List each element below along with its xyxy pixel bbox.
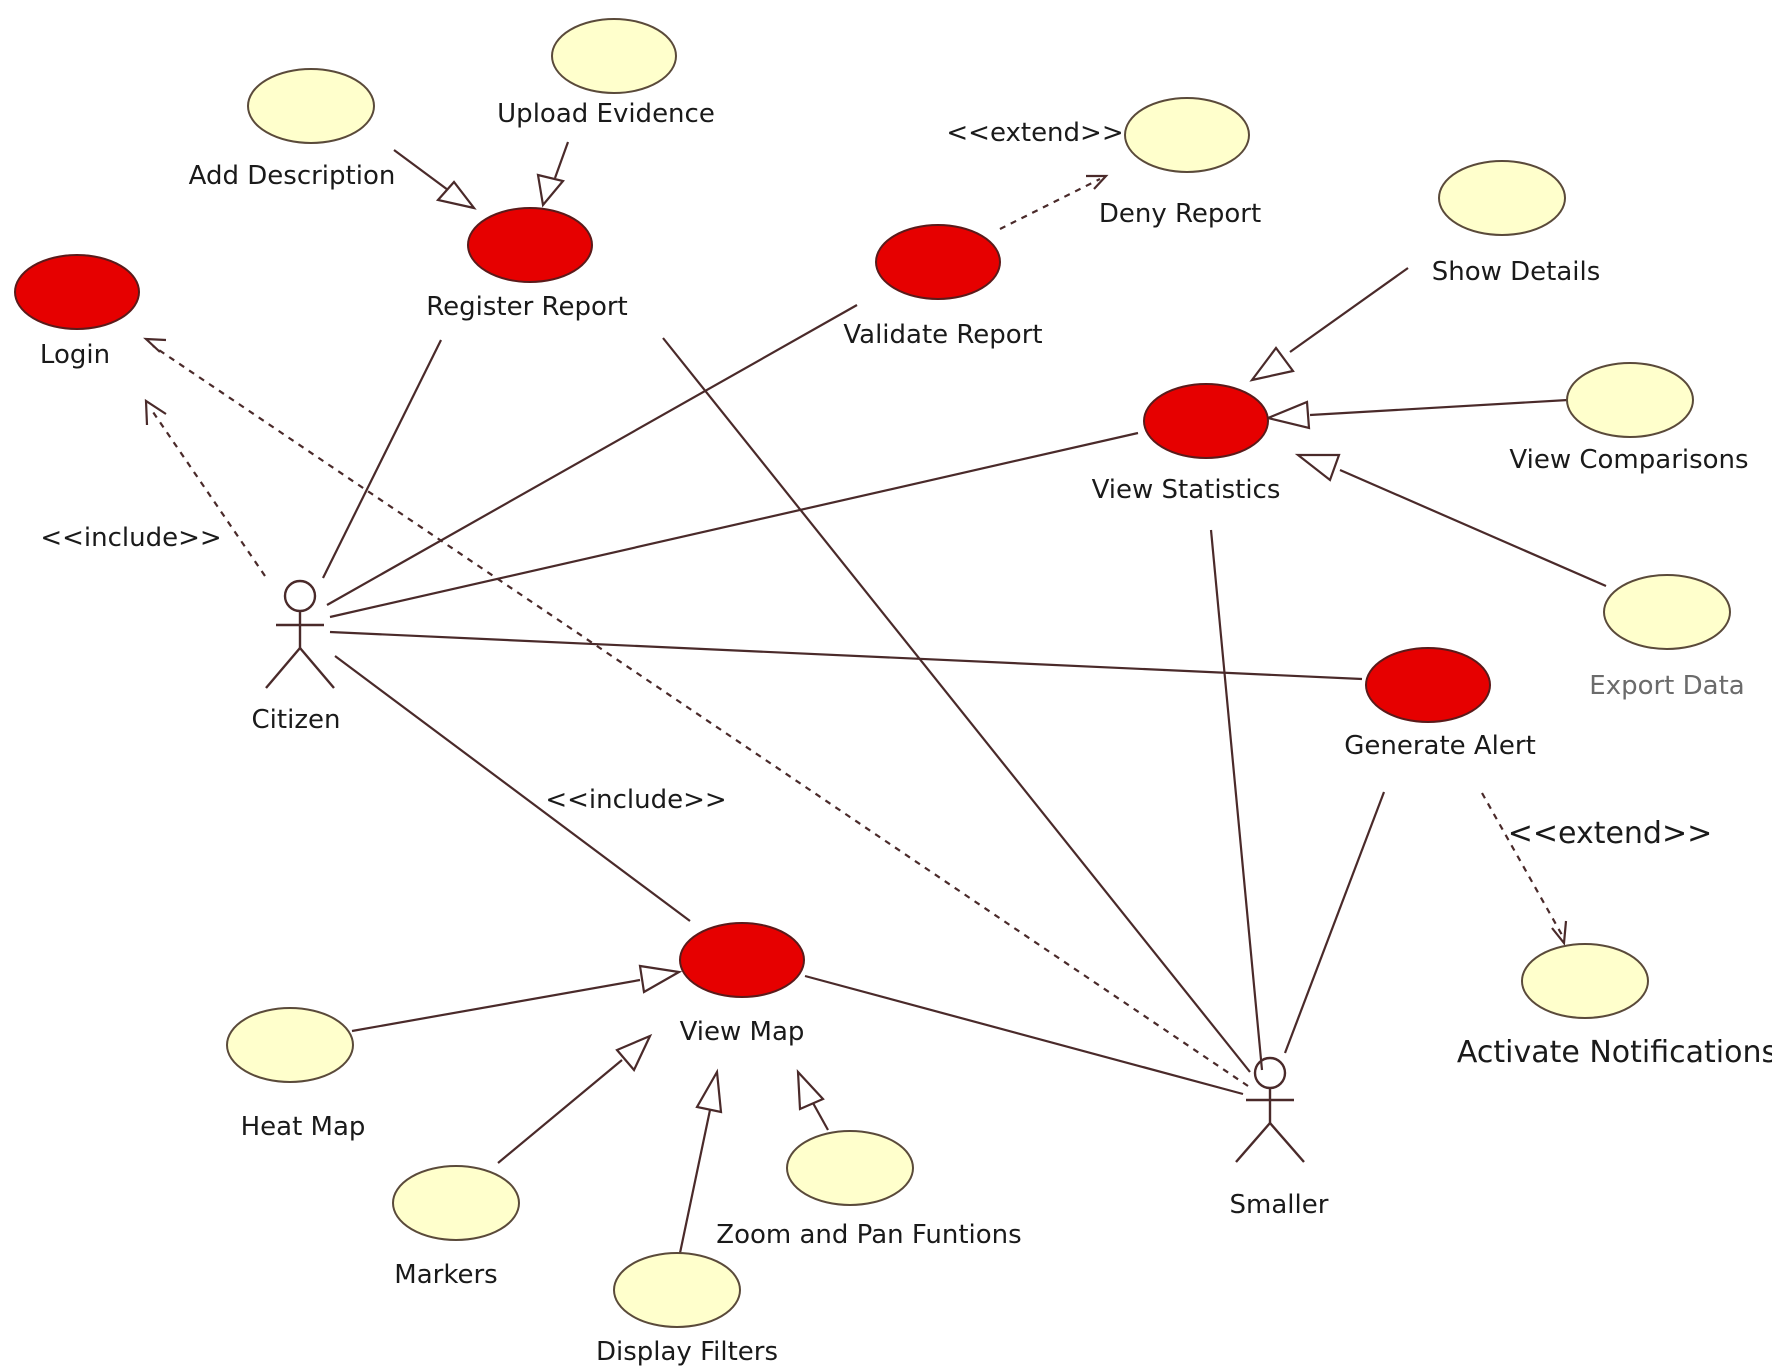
label-actor-citizen: Citizen [252, 705, 341, 735]
gen-markers-line [497, 1059, 623, 1164]
assoc-citizen-validate [326, 304, 858, 606]
label-view-comparisons: View Comparisons [1509, 445, 1748, 475]
include-smaller-login [152, 345, 1249, 1087]
assoc-citizen-register [322, 339, 442, 579]
actor-citizen-right-leg [299, 647, 335, 689]
usecase-view-comparisons[interactable] [1566, 362, 1694, 438]
assoc-citizen-statistics [329, 431, 1139, 619]
label-extend-validate-deny: <<extend>> [946, 118, 1123, 148]
label-validate-report: Validate Report [843, 320, 1042, 350]
extend-validate-deny [999, 178, 1101, 230]
gen-export-arrowhead [1294, 453, 1341, 482]
label-view-statistics: View Statistics [1092, 475, 1281, 505]
actor-smaller-right-leg [1269, 1122, 1305, 1163]
gen-comparisons-line [1309, 398, 1569, 417]
usecase-show-details[interactable] [1438, 160, 1566, 236]
label-zoom-and-pan: Zoom and Pan Funtions [716, 1220, 1021, 1250]
usecase-export-data[interactable] [1603, 574, 1731, 650]
assoc-statistics-smaller [1209, 529, 1264, 1071]
label-upload-evidence: Upload Evidence [497, 99, 715, 129]
gen-zoom-line [812, 1102, 829, 1131]
primary-use-cases [14, 207, 1491, 998]
usecase-activate-notifications[interactable] [1521, 943, 1649, 1019]
usecase-register-report[interactable] [467, 207, 593, 283]
label-heat-map: Heat Map [241, 1112, 366, 1142]
include-citizen-login [152, 411, 266, 577]
actor-citizen[interactable] [265, 579, 335, 689]
gen-filters-arrowhead [695, 1068, 723, 1114]
gen-upload-arrowhead [536, 173, 565, 208]
usecase-view-statistics[interactable] [1143, 383, 1269, 459]
label-markers: Markers [394, 1260, 497, 1290]
assoc-viewmap-smaller [804, 974, 1244, 1096]
label-show-details: Show Details [1432, 257, 1601, 287]
label-include-citizen-login: <<include>> [40, 523, 221, 553]
extend-validate-deny-arrowhead [1086, 174, 1109, 190]
label-include-smaller-login: <<include>> [545, 785, 726, 815]
actor-smaller-head [1253, 1056, 1287, 1090]
gen-showdetails-line [1289, 267, 1409, 353]
gen-adddesc-line [393, 149, 449, 191]
usecase-display-filters[interactable] [613, 1252, 741, 1328]
gen-heatmap-arrowhead [638, 964, 683, 994]
gen-upload-line [553, 141, 570, 179]
gen-export-line [1339, 468, 1607, 588]
labels: Login Register Report Validate Report Vi… [40, 99, 1772, 1367]
label-add-description: Add Description [189, 161, 396, 191]
dependencies [143, 174, 1568, 1087]
gen-heatmap-line [351, 978, 641, 1033]
usecase-zoom-and-pan[interactable] [786, 1130, 914, 1206]
usecase-deny-report[interactable] [1124, 97, 1250, 173]
label-actor-smaller: Smaller [1230, 1190, 1329, 1220]
label-extend-alert-notifications: <<extend>> [1508, 816, 1713, 851]
label-register-report: Register Report [426, 292, 628, 322]
assoc-citizen-viewmap [334, 655, 691, 922]
gen-zoom-arrowhead [796, 1069, 825, 1111]
label-deny-report: Deny Report [1099, 199, 1261, 229]
label-export-data: Export Data [1589, 671, 1744, 701]
actor-smaller[interactable] [1235, 1056, 1305, 1163]
associations [322, 304, 1386, 1096]
gen-adddesc-arrowhead [435, 180, 477, 210]
label-login: Login [40, 340, 110, 370]
usecase-generate-alert[interactable] [1365, 647, 1491, 723]
generalizations [351, 141, 1607, 1254]
secondary-use-cases [226, 18, 1731, 1328]
extend-alert-notifications-arrowhead [1551, 920, 1568, 946]
usecase-login[interactable] [14, 254, 140, 330]
gen-markers-arrowhead [615, 1033, 653, 1073]
actor-citizen-left-leg [265, 647, 301, 689]
usecase-upload-evidence[interactable] [551, 18, 677, 94]
assoc-citizen-alert [329, 630, 1363, 681]
label-display-filters: Display Filters [596, 1337, 778, 1367]
usecase-heat-map[interactable] [226, 1007, 354, 1083]
gen-comparisons-arrowhead [1264, 400, 1311, 430]
usecase-markers[interactable] [392, 1165, 520, 1241]
assoc-alert-smaller [1283, 791, 1386, 1054]
extend-alert-notifications [1481, 792, 1563, 936]
actor-citizen-head [283, 579, 317, 613]
gen-showdetails-arrowhead [1249, 346, 1295, 382]
label-generate-alert: Generate Alert [1344, 731, 1536, 761]
include-smaller-login-arrowhead [143, 337, 167, 353]
label-view-map: View Map [680, 1017, 805, 1047]
include-citizen-login-arrowhead [144, 398, 167, 426]
usecase-validate-report[interactable] [875, 224, 1001, 300]
assoc-register-smaller [662, 337, 1251, 1073]
usecase-add-description[interactable] [247, 68, 375, 144]
actor-smaller-left-leg [1235, 1122, 1271, 1163]
usecase-view-map[interactable] [679, 922, 805, 998]
label-activate-notifications: Activate Notifications [1457, 1035, 1772, 1070]
gen-filters-line [678, 1109, 712, 1254]
